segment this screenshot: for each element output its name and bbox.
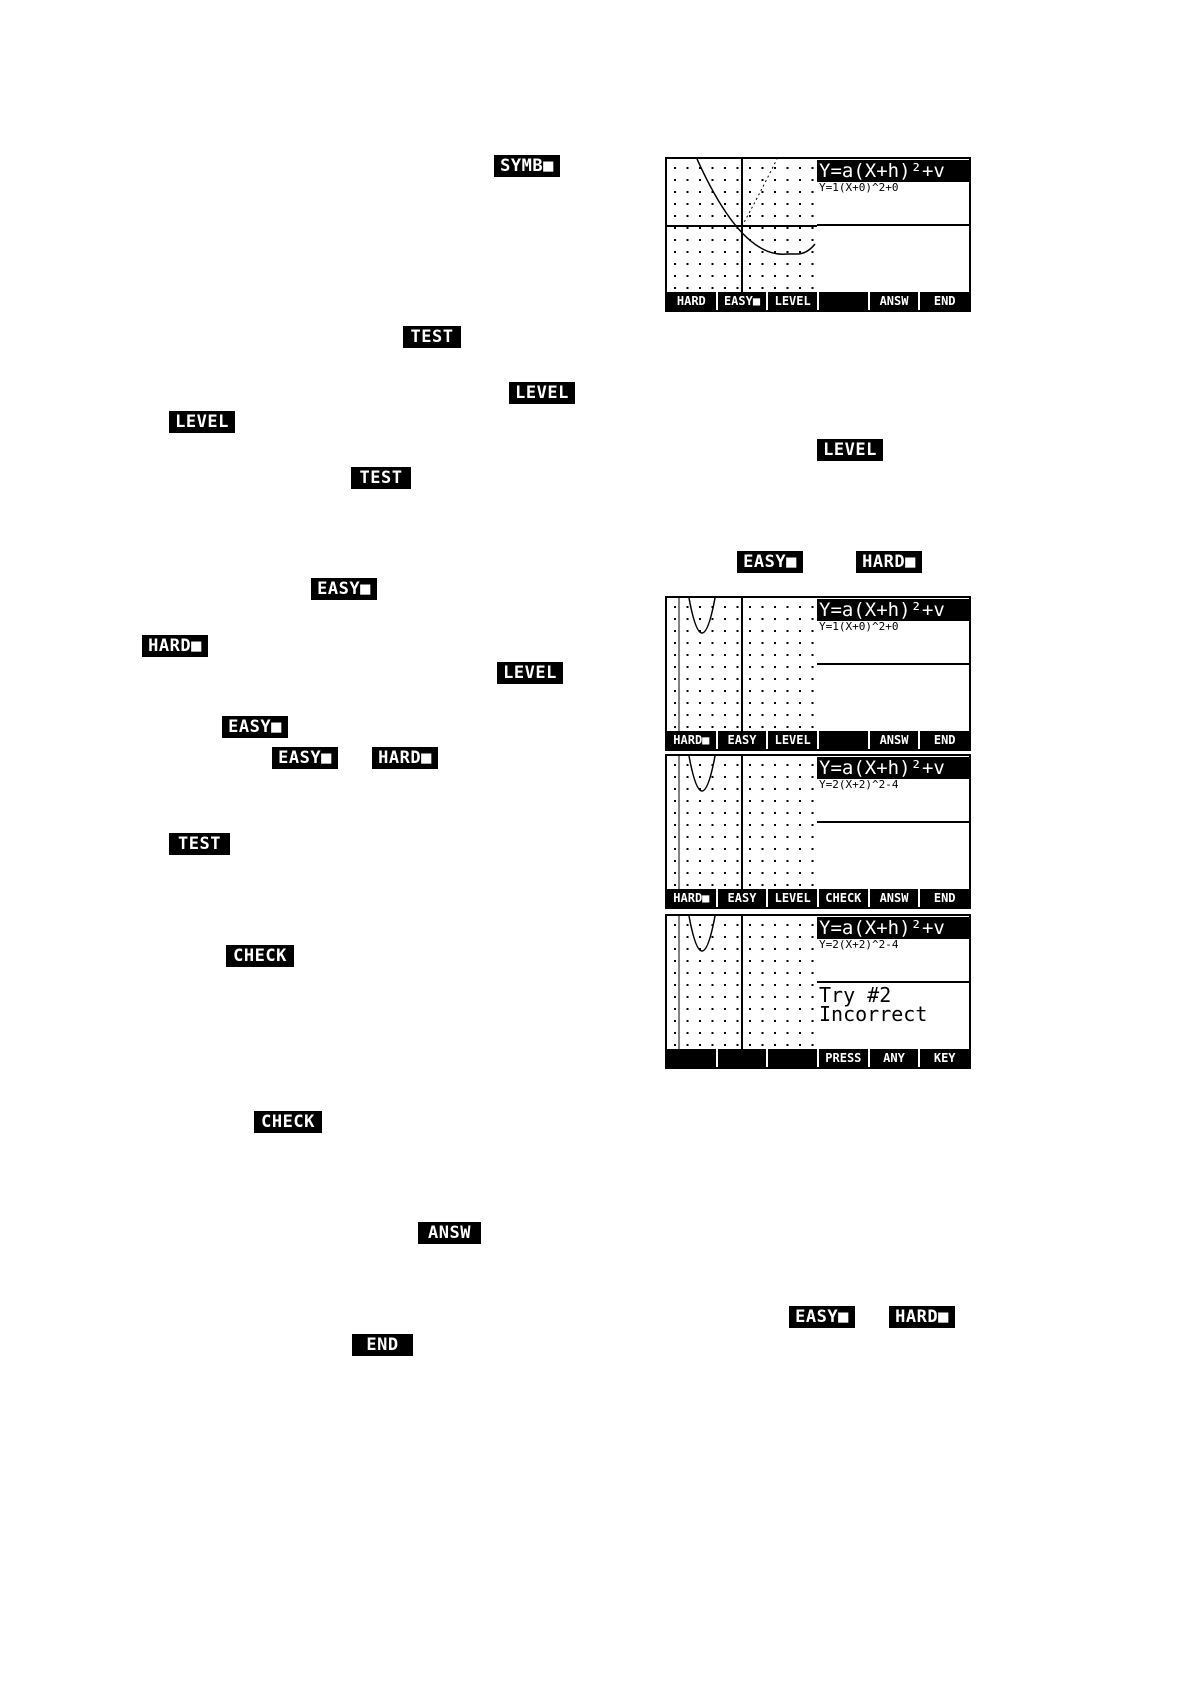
parabola-curve	[688, 598, 716, 634]
parabola-curve	[688, 916, 716, 952]
level-key-icon: LEVEL	[817, 439, 883, 461]
menu-key[interactable]: LEVEL	[768, 731, 820, 749]
test-key-icon: TEST	[169, 833, 230, 855]
graph-plot	[674, 756, 814, 889]
menu-key[interactable]: CHECK	[819, 889, 870, 907]
screen-title: Y=a(X+h)²+v	[817, 599, 969, 621]
graph-plot	[674, 916, 814, 1049]
test-key-icon: TEST	[351, 467, 411, 489]
screen-title: Y=a(X+h)²+v	[817, 757, 969, 779]
menu-key[interactable]: LEVEL	[768, 292, 820, 310]
graph-plot	[667, 159, 817, 292]
parabola-curve	[688, 756, 716, 792]
hard-key-icon: HARD■	[372, 747, 438, 769]
hard-key-icon: HARD■	[889, 1306, 955, 1328]
menu-key[interactable]: END	[933, 891, 956, 905]
result-text: Incorrect	[819, 1002, 928, 1026]
menu-key[interactable]: END	[933, 733, 956, 747]
softkey-menu: HARD■ EASY LEVEL CHECK ANSW END	[667, 889, 969, 907]
calculator-screen: Y=a(X+h)²+v Y=2(X+2)^2-4 HARD■ EASY LEVE…	[665, 754, 971, 909]
level-key-icon: LEVEL	[169, 411, 235, 433]
menu-key[interactable]: KEY	[933, 1051, 956, 1065]
check-key-icon: CHECK	[226, 945, 294, 967]
level-key-icon: LEVEL	[497, 662, 563, 684]
grid-dots	[674, 924, 814, 1046]
menu-key[interactable]	[768, 1049, 820, 1067]
menu-key[interactable]: EASY	[718, 889, 769, 907]
menu-key[interactable]: ANY	[870, 1049, 921, 1067]
menu-key[interactable]: LEVEL	[768, 889, 820, 907]
menu-key[interactable]: EASY■	[718, 292, 769, 310]
hard-key-icon: HARD■	[856, 551, 922, 573]
reference-curve	[741, 159, 778, 227]
equation-text: Y=1(X+0)^2+0	[819, 620, 899, 633]
symb-key-icon: SYMB■	[494, 155, 560, 177]
grid-dots	[674, 606, 814, 728]
softkey-menu: PRESS ANY KEY	[667, 1049, 969, 1067]
menu-key[interactable]: HARD	[667, 292, 718, 310]
divider	[817, 224, 969, 226]
menu-key[interactable]	[667, 1049, 718, 1067]
softkey-menu: HARD EASY■ LEVEL ANSW END	[667, 292, 969, 310]
calculator-screen: Y=a(X+h)²+v Y=2(X+2)^2-4 Try #2 Incorrec…	[665, 914, 971, 1069]
calculator-screen: Y=a(X+h)²+v Y=1(X+0)^2+0 HARD EASY■ LEVE…	[665, 157, 971, 312]
menu-key[interactable]: ANSW	[870, 292, 921, 310]
screen-title: Y=a(X+h)²+v	[817, 917, 969, 939]
menu-key[interactable]: ANSW	[870, 889, 921, 907]
screen-title: Y=a(X+h)²+v	[817, 160, 969, 182]
menu-key[interactable]: HARD■	[667, 889, 718, 907]
graph-plot	[674, 598, 814, 731]
easy-key-icon: EASY■	[272, 747, 338, 769]
easy-key-icon: EASY■	[789, 1306, 855, 1328]
easy-key-icon: EASY■	[737, 551, 803, 573]
easy-key-icon: EASY■	[222, 716, 288, 738]
menu-key[interactable]	[819, 731, 870, 749]
menu-key[interactable]: EASY	[718, 731, 769, 749]
grid-dots	[674, 764, 814, 886]
hard-key-icon: HARD■	[142, 635, 208, 657]
equation-text: Y=1(X+0)^2+0	[819, 181, 899, 194]
check-key-icon: CHECK	[254, 1111, 322, 1133]
menu-key[interactable]	[718, 1049, 769, 1067]
softkey-menu: HARD■ EASY LEVEL ANSW END	[667, 731, 969, 749]
divider	[817, 821, 969, 823]
divider	[817, 663, 969, 665]
menu-key[interactable]: PRESS	[819, 1049, 870, 1067]
calculator-screen: Y=a(X+h)²+v Y=1(X+0)^2+0 HARD■ EASY LEVE…	[665, 596, 971, 751]
equation-text: Y=2(X+2)^2-4	[819, 778, 899, 791]
parabola-curve	[696, 159, 816, 255]
test-key-icon: TEST	[403, 326, 461, 348]
grid-dots	[674, 167, 814, 289]
menu-key[interactable]: ANSW	[870, 731, 921, 749]
end-key-icon: END	[352, 1334, 413, 1356]
menu-key[interactable]: HARD■	[667, 731, 718, 749]
menu-key[interactable]: END	[933, 294, 956, 308]
easy-key-icon: EASY■	[311, 578, 377, 600]
divider	[817, 981, 969, 983]
equation-text: Y=2(X+2)^2-4	[819, 938, 899, 951]
level-key-icon: LEVEL	[509, 382, 575, 404]
answ-key-icon: ANSW	[418, 1222, 481, 1244]
try-count-text: Try #2	[819, 983, 892, 1007]
menu-key[interactable]	[819, 292, 870, 310]
